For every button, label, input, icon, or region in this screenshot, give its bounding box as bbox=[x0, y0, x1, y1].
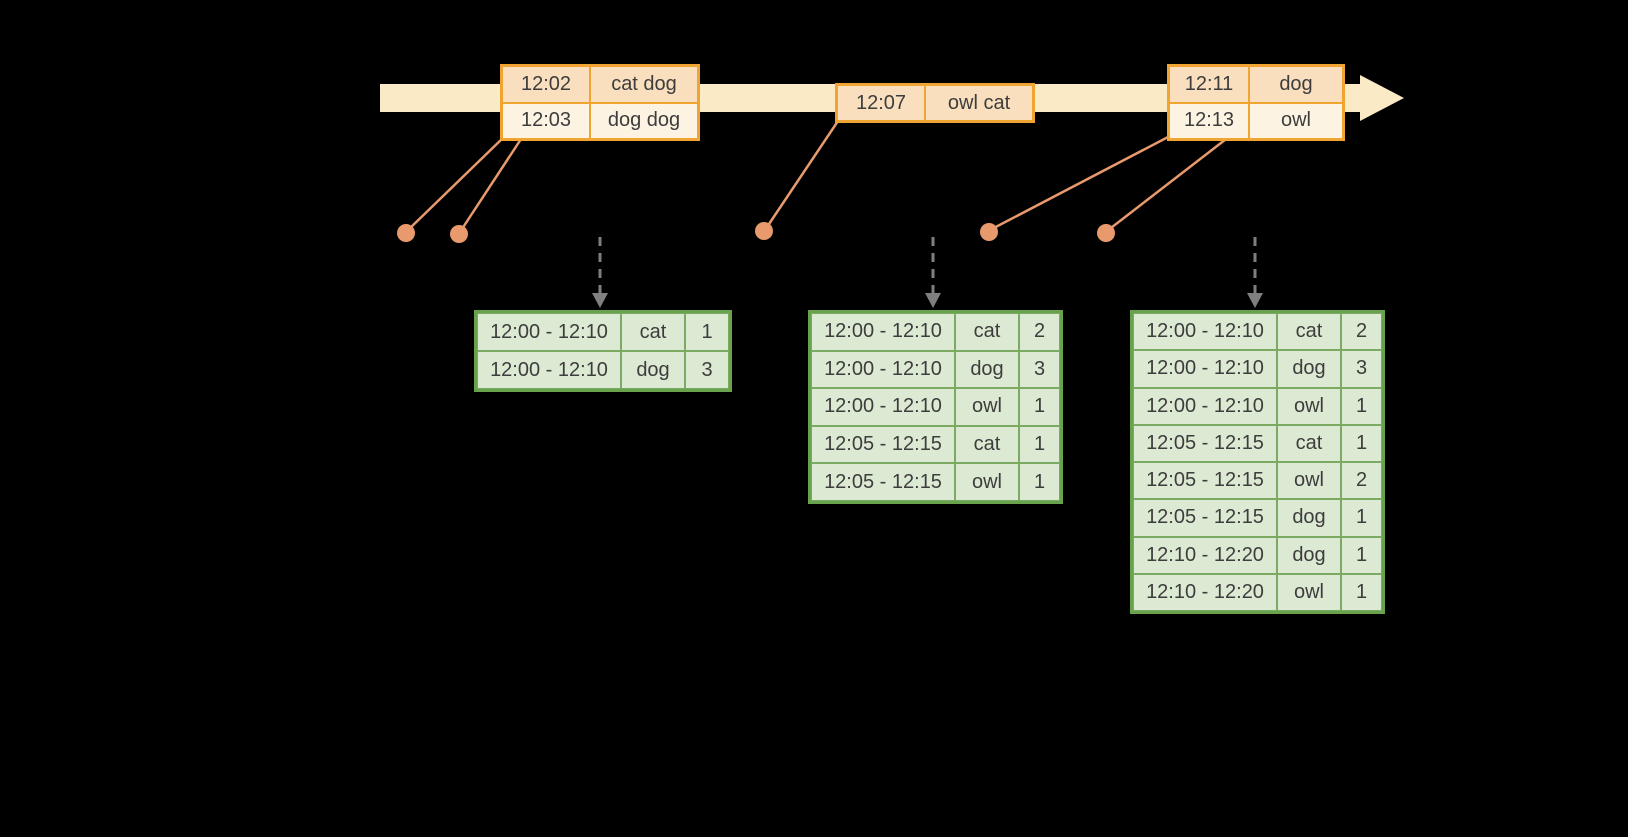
word-cell: dog bbox=[1277, 499, 1341, 537]
count-cell: 2 bbox=[1341, 313, 1382, 351]
count-cell: 1 bbox=[1341, 387, 1382, 425]
count-cell: 1 bbox=[1019, 425, 1060, 464]
word-cell: cat bbox=[955, 425, 1019, 464]
window-cell: 12:10 - 12:20 bbox=[1133, 573, 1277, 611]
connector-line bbox=[989, 134, 1171, 232]
count-cell: 3 bbox=[1019, 350, 1060, 389]
count-cell: 1 bbox=[1019, 388, 1060, 426]
window-cell: 12:05 - 12:15 bbox=[811, 425, 955, 464]
event-dots bbox=[397, 222, 1115, 243]
word-cell: cat bbox=[955, 313, 1019, 351]
word-cell: dog bbox=[1277, 536, 1341, 574]
event-dot bbox=[755, 222, 773, 240]
word-cell: owl bbox=[955, 463, 1019, 501]
words-cell: dog dog bbox=[590, 102, 698, 139]
trigger-arrowhead-icon bbox=[592, 293, 608, 308]
window-cell: 12:00 - 12:10 bbox=[477, 351, 621, 389]
count-cell: 1 bbox=[1341, 536, 1382, 574]
window-cell: 12:00 - 12:10 bbox=[811, 313, 955, 351]
event-dot bbox=[980, 223, 998, 241]
words-cell: owl cat bbox=[925, 85, 1033, 121]
word-cell: owl bbox=[955, 388, 1019, 426]
word-cell: cat bbox=[621, 313, 685, 351]
count-cell: 2 bbox=[1019, 313, 1060, 351]
window-cell: 12:00 - 12:10 bbox=[811, 350, 955, 389]
window-cell: 12:00 - 12:10 bbox=[477, 313, 621, 351]
count-cell: 1 bbox=[1341, 573, 1382, 611]
trigger-arrows bbox=[592, 237, 1263, 308]
event-dot bbox=[1097, 224, 1115, 242]
window-cell: 12:05 - 12:15 bbox=[1133, 424, 1277, 462]
word-cell: owl bbox=[1277, 387, 1341, 425]
words-cell: owl bbox=[1249, 102, 1343, 139]
time-cell: 12:13 bbox=[1169, 102, 1249, 139]
event-dot bbox=[397, 224, 415, 242]
word-cell: cat bbox=[1277, 424, 1341, 462]
word-cell: dog bbox=[955, 350, 1019, 389]
word-cell: dog bbox=[621, 351, 685, 389]
window-cell: 12:10 - 12:20 bbox=[1133, 536, 1277, 574]
count-cell: 1 bbox=[1019, 463, 1060, 501]
word-cell: cat bbox=[1277, 313, 1341, 351]
count-cell: 2 bbox=[1341, 462, 1382, 500]
connector-line bbox=[1106, 135, 1231, 232]
window-cell: 12:05 - 12:15 bbox=[1133, 499, 1277, 537]
trigger-arrowhead-icon bbox=[1247, 293, 1263, 308]
window-cell: 12:00 - 12:10 bbox=[1133, 387, 1277, 425]
word-cell: dog bbox=[1277, 350, 1341, 388]
word-cell: owl bbox=[1277, 462, 1341, 500]
count-cell: 1 bbox=[1341, 499, 1382, 537]
event-dot bbox=[450, 225, 468, 243]
connector-line bbox=[763, 117, 842, 231]
time-cell: 12:07 bbox=[837, 85, 925, 121]
window-cell: 12:00 - 12:10 bbox=[811, 388, 955, 426]
window-cell: 12:05 - 12:15 bbox=[811, 463, 955, 501]
word-cell: owl bbox=[1277, 573, 1341, 611]
window-cell: 12:05 - 12:15 bbox=[1133, 462, 1277, 500]
words-cell: cat dog bbox=[590, 66, 698, 103]
connector-line bbox=[458, 135, 525, 233]
event-connector-lines bbox=[406, 117, 1231, 233]
window-cell: 12:00 - 12:10 bbox=[1133, 313, 1277, 351]
timeline-arrowhead-icon bbox=[1360, 75, 1404, 121]
connector-line bbox=[406, 135, 506, 232]
time-cell: 12:02 bbox=[502, 66, 590, 103]
count-cell: 3 bbox=[685, 351, 729, 389]
trigger-arrowhead-icon bbox=[925, 293, 941, 308]
window-cell: 12:00 - 12:10 bbox=[1133, 350, 1277, 388]
time-cell: 12:11 bbox=[1169, 66, 1249, 103]
count-cell: 1 bbox=[685, 313, 729, 351]
words-cell: dog bbox=[1249, 66, 1343, 103]
count-cell: 1 bbox=[1341, 424, 1382, 462]
time-cell: 12:03 bbox=[502, 102, 590, 139]
count-cell: 3 bbox=[1341, 350, 1382, 388]
